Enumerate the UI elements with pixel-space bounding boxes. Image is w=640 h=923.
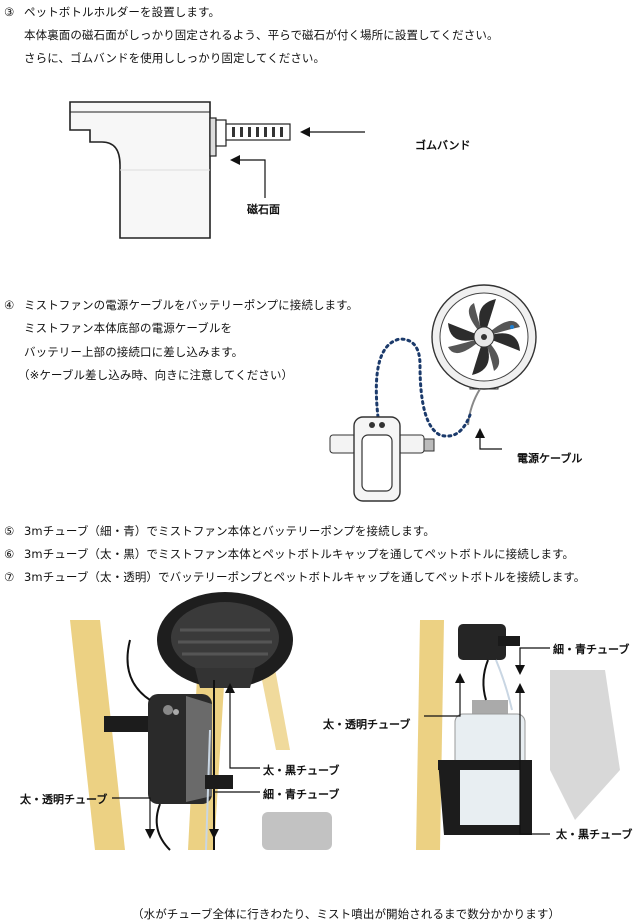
step7-text: 3mチューブ（太・透明）でバッテリーポンプとペットボトルキャップを通してペットボ… [24,570,586,584]
right-label-black-tube: 太・黒チューブ [556,828,633,841]
fan-battery-illustration [329,284,537,502]
footer-note: （水がチューブ全体に行きわたり、ミスト噴出が開始されるまで数分かかります） [132,907,561,921]
left-label-clear-tube: 太・透明チューブ [20,793,108,806]
step7-line: ⑦ 3mチューブ（太・透明）でバッテリーポンプとペットボトルキャップを通してペット… [4,569,585,585]
label-power-cable: 電源ケーブル [517,452,583,465]
step3-line1: ペットボトルホルダーを設置します。 [24,5,221,19]
step6-number: ⑥ [4,547,15,561]
step4-line1: ミストファンの電源ケーブルをバッテリーポンプに接続します。 [24,298,359,312]
label-magnet-face: 磁石面 [247,203,280,216]
photo-right-bottle-holder [416,620,620,850]
step4-number: ④ [4,298,15,312]
step5-number: ⑤ [4,524,15,538]
right-label-clear-tube: 太・透明チューブ [323,718,411,731]
step6-text: 3mチューブ（太・黒）でミストファン本体とペットボトルキャップを通してペットボト… [24,547,575,561]
bottle-holder-illustration [69,101,365,239]
step6-line: ⑥ 3mチューブ（太・黒）でミストファン本体とペットボトルキャップを通してペットボ… [4,546,574,562]
left-label-black-tube: 太・黒チューブ [263,764,340,777]
step3-line3: さらに、ゴムバンドを使用ししっかり固定してください。 [24,51,326,65]
step3-heading: ③ ペットボトルホルダーを設置します。 [4,4,220,20]
step3-line2: 本体裏面の磁石面がしっかり固定されるよう、平らで磁石が付く場所に設置してください… [24,28,499,42]
step3-number: ③ [4,5,15,19]
step5-text: 3mチューブ（細・青）でミストファン本体とバッテリーポンプを接続します。 [24,524,435,538]
step4-line4: （※ケーブル差し込み時、向きに注意してください） [18,368,294,382]
right-label-blue-tube: 細・青チューブ [553,643,630,656]
step4-heading: ④ ミストファンの電源ケーブルをバッテリーポンプに接続します。 [4,297,358,313]
step4-line3: バッテリー上部の接続口に差し込みます。 [24,345,244,359]
step7-number: ⑦ [4,570,15,584]
label-rubber-band: ゴムバンド [415,139,471,152]
photo-left-fan-battery [70,592,332,851]
left-label-blue-tube: 細・青チューブ [263,788,340,801]
step4-line2: ミストファン本体底部の電源ケーブルを [24,321,233,335]
step5-line: ⑤ 3mチューブ（細・青）でミストファン本体とバッテリーポンプを接続します。 [4,523,435,539]
